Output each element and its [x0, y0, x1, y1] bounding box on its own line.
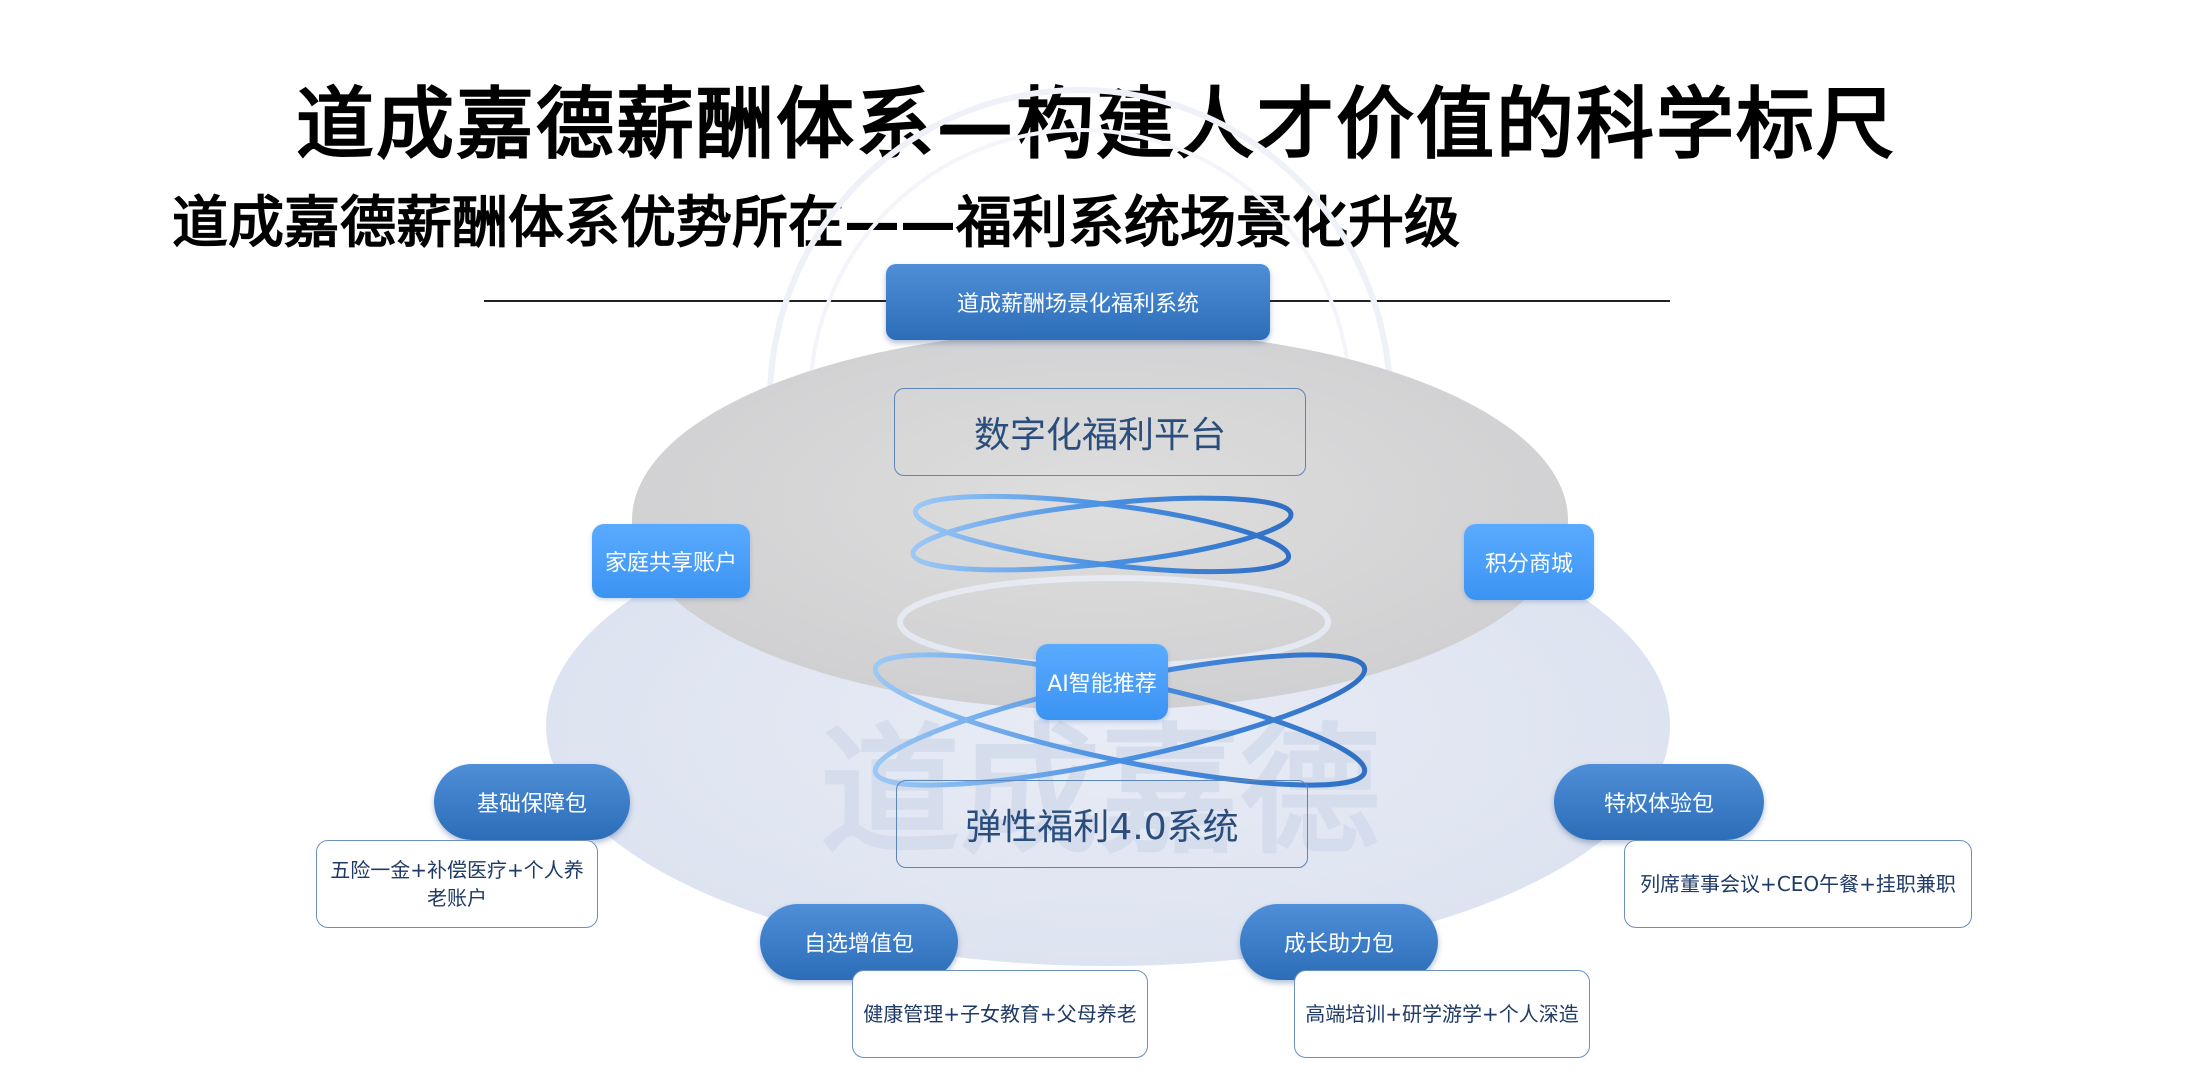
points-mall-pill: 积分商城: [1464, 524, 1594, 600]
flexible-welfare-system: 弹性福利4.0系统: [896, 780, 1308, 868]
package-privilege-description: 列席董事会议+CEO午餐+挂职兼职: [1624, 840, 1972, 928]
family-shared-account-pill: 家庭共享账户: [592, 524, 750, 598]
page-title: 道成嘉德薪酬体系—构建人才价值的科学标尺: [295, 80, 1896, 170]
package-basic-description: 五险一金+补偿医疗+个人养老账户: [316, 840, 598, 928]
package-optional-pill: 自选增值包: [760, 904, 958, 980]
package-growth-description: 高端培训+研学游学+个人深造: [1294, 970, 1590, 1058]
top-orbit-ring-b: [912, 493, 1292, 575]
package-optional-description: 健康管理+子女教育+父母养老: [852, 970, 1148, 1058]
welfare-system-label: 道成薪酬场景化福利系统: [886, 264, 1270, 340]
page-subtitle: 道成嘉德薪酬体系优势所在——福利系统场景化升级: [172, 191, 1460, 256]
ai-recommendation-pill: AI智能推荐: [1036, 644, 1168, 720]
top-disk: [632, 330, 1568, 710]
package-growth-pill: 成长助力包: [1240, 904, 1438, 980]
package-privilege-pill: 特权体验包: [1554, 764, 1764, 840]
digital-welfare-platform: 数字化福利平台: [894, 388, 1306, 476]
package-basic-pill: 基础保障包: [434, 764, 630, 840]
